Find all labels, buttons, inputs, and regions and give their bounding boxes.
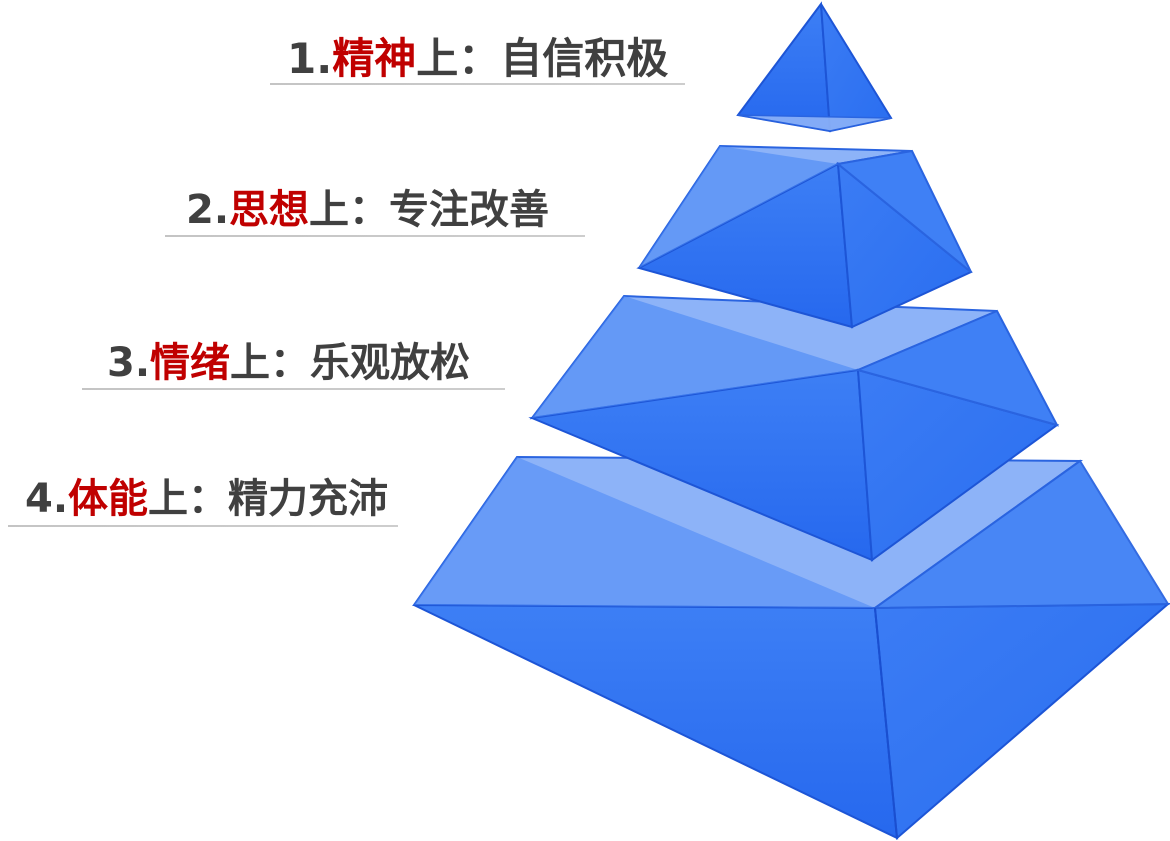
- level-2-keyword: 思想: [229, 187, 310, 233]
- level-2-number: 2.: [186, 187, 230, 233]
- level-2-description: 上：专注改善: [309, 187, 550, 233]
- level-1-underline: [270, 83, 685, 85]
- level-1-keyword: 精神: [332, 34, 417, 83]
- level-2-underline: [165, 235, 585, 237]
- pyramid-tier-3: [528, 294, 1060, 562]
- level-4-number: 4.: [25, 476, 69, 522]
- level-4-keyword: 体能: [68, 476, 149, 522]
- pyramid-tier-2: [636, 144, 973, 329]
- level-3-description: 上：乐观放松: [230, 340, 471, 386]
- level-3-underline: [82, 388, 505, 390]
- level-1-description: 上：自信积极: [416, 34, 669, 83]
- level-1-label: 1.精神上：自信积极: [287, 38, 668, 80]
- pyramid-tier-1: [736, 1, 893, 133]
- level-3-number: 3.: [107, 340, 151, 386]
- level-4-description: 上：精力充沛: [148, 476, 389, 522]
- level-3-label: 3.情绪上：乐观放松: [107, 343, 470, 383]
- level-3-keyword: 情绪: [150, 340, 231, 386]
- level-1-number: 1.: [287, 34, 333, 83]
- level-4-underline: [8, 525, 398, 527]
- level-2-label: 2.思想上：专注改善: [186, 190, 549, 230]
- level-4-label: 4.体能上：精力充沛: [25, 479, 388, 519]
